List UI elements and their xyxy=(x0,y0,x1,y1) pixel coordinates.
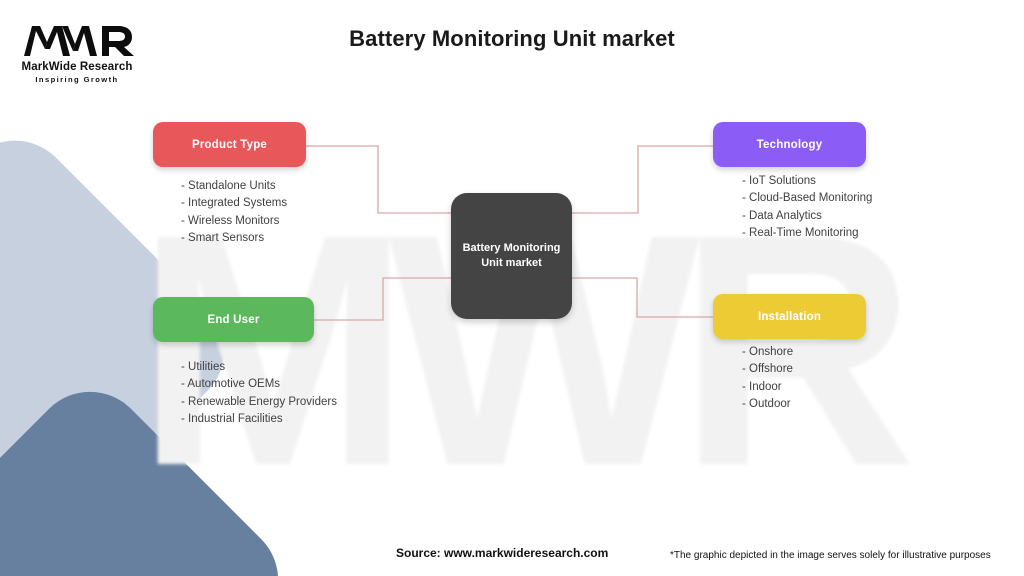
branch-end-user-label: End User xyxy=(207,313,260,326)
branch-installation[interactable]: Installation xyxy=(713,294,866,339)
source-text: Source: www.markwideresearch.com xyxy=(396,546,609,560)
branch-technology[interactable]: Technology xyxy=(713,122,866,167)
list-item: - Utilities xyxy=(181,361,226,373)
hub-label: Battery Monitoring Unit market xyxy=(462,242,561,269)
list-item: - IoT Solutions xyxy=(742,175,816,187)
branch-end-user[interactable]: End User xyxy=(153,297,314,342)
connector-product-type xyxy=(306,145,451,214)
list-item: - Integrated Systems xyxy=(181,197,288,210)
list-item: - Offshore xyxy=(742,363,793,376)
list-item: - Automotive OEMs xyxy=(181,378,281,391)
list-item: - Onshore xyxy=(742,346,794,358)
logo-tagline: Inspiring Growth xyxy=(35,75,119,84)
connector-installation xyxy=(572,277,713,318)
list-item: - Standalone Units xyxy=(181,180,276,192)
logo-company-name: MarkWide Research xyxy=(21,61,133,73)
disclaimer-text: *The graphic depicted in the image serve… xyxy=(670,550,991,561)
hub-node[interactable]: Battery Monitoring Unit market xyxy=(451,193,572,319)
branch-technology-label: Technology xyxy=(756,138,823,151)
list-installation: - Onshore - Offshore - Indoor - Outdoor xyxy=(742,344,793,414)
branch-product-type-label: Product Type xyxy=(191,138,268,151)
list-technology: - IoT Solutions - Cloud-Based Monitoring… xyxy=(742,173,872,243)
list-item: - Cloud-Based Monitoring xyxy=(742,192,873,205)
logo: MarkWide Research Inspiring Growth xyxy=(18,22,136,84)
branch-product-type[interactable]: Product Type xyxy=(153,122,306,167)
list-item: - Outdoor xyxy=(742,398,791,411)
list-item: - Indoor xyxy=(742,380,782,393)
branch-installation-label: Installation xyxy=(757,310,822,323)
list-item: - Real-Time Monitoring xyxy=(742,227,859,240)
logo-mwr-mark xyxy=(24,26,134,56)
list-item: - Wireless Monitors xyxy=(181,214,280,227)
list-item: - Industrial Facilities xyxy=(181,413,283,426)
list-product-type: - Standalone Units - Integrated Systems … xyxy=(181,178,287,248)
page-title: Battery Monitoring Unit market xyxy=(349,26,675,51)
connector-technology xyxy=(572,145,713,214)
list-item: - Smart Sensors xyxy=(181,232,265,245)
connector-end-user xyxy=(314,277,451,321)
list-end-user: - Utilities - Automotive OEMs - Renewabl… xyxy=(181,359,337,429)
list-item: - Renewable Energy Providers xyxy=(181,395,337,408)
list-item: - Data Analytics xyxy=(742,209,822,222)
